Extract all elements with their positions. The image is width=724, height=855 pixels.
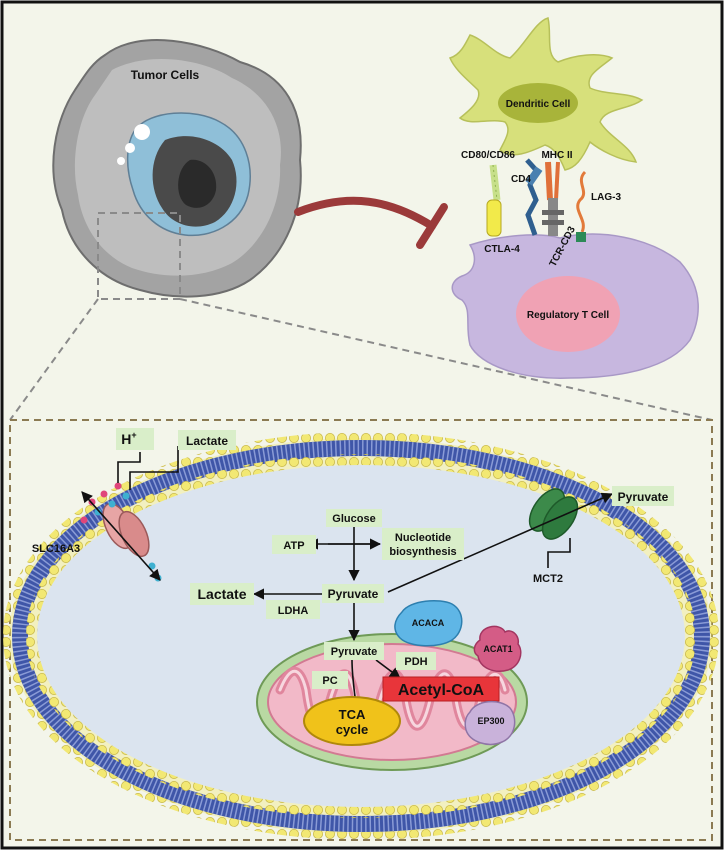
- lactate-out-box: [178, 430, 236, 450]
- nucleotide-box: [382, 528, 464, 560]
- tumor-label: Tumor Cells: [131, 68, 200, 82]
- mito-pyruvate-label: Pyruvate: [331, 646, 377, 658]
- mhc-label: MHC II: [541, 150, 572, 161]
- atp-box: [272, 535, 316, 554]
- pdh-label: PDH: [404, 656, 427, 668]
- acetyl-coa-box: [382, 676, 500, 702]
- pdh-box: [396, 652, 436, 670]
- nucleotide-label-2: biosynthesis: [389, 546, 456, 558]
- inhibition-arrow: [294, 196, 448, 249]
- treg-label: Regulatory T Cell: [527, 310, 609, 321]
- nucleotide-label-1: Nucleotide: [395, 532, 451, 544]
- zoom-line-right: [179, 298, 713, 421]
- slc16a3-label: SLC16A3: [32, 543, 80, 555]
- lactate-box: [190, 583, 254, 605]
- tca-cycle: [303, 696, 401, 746]
- glucose-label: Glucose: [332, 513, 375, 525]
- pathway-arrows: [81, 446, 614, 710]
- pc-box: [312, 671, 348, 689]
- acat1-enzyme: [473, 625, 522, 672]
- receptor-cd80: [486, 164, 502, 237]
- pyruvate-label: Pyruvate: [328, 587, 379, 601]
- tca-label-1: TCA: [339, 707, 366, 722]
- ep300-enzyme: [464, 700, 516, 746]
- ldha-box: [266, 600, 320, 619]
- lag3-label: LAG-3: [591, 192, 621, 203]
- lactate-out-label: Lactate: [186, 434, 228, 448]
- acat1-label: ACAT1: [483, 644, 512, 654]
- ctla4-label: CTLA-4: [484, 244, 520, 255]
- cd4-label: CD4: [511, 174, 531, 185]
- ep300-label: EP300: [477, 716, 504, 726]
- tumor-cell: [52, 39, 302, 298]
- pc-label: PC: [322, 675, 337, 687]
- pyruvate-box: [322, 584, 384, 603]
- receptor-mhc-tcr: [542, 161, 564, 236]
- zoom-line-left: [9, 298, 99, 421]
- pyruvate-out-label: Pyruvate: [618, 490, 669, 504]
- regulatory-t-cell: [451, 233, 699, 379]
- mct2-label: MCT2: [533, 573, 563, 585]
- acetyl-coa-label: Acetyl-CoA: [398, 682, 485, 699]
- cd80-label: CD80/CD86: [461, 150, 515, 161]
- h-ion-label: H+: [121, 430, 136, 447]
- h-ion-box: [116, 428, 154, 450]
- receptor-lag3: [576, 170, 587, 242]
- receptor-cd4: [525, 158, 543, 236]
- pyruvate-out-box: [612, 486, 674, 506]
- dendritic-cell: [448, 17, 644, 171]
- label-boxes: [116, 428, 674, 689]
- atp-label: ATP: [283, 540, 304, 552]
- ldha-label: LDHA: [278, 605, 309, 617]
- tca-label-2: cycle: [336, 722, 369, 737]
- glucose-box: [326, 509, 382, 527]
- zoom-box: [97, 212, 181, 300]
- dendritic-label: Dendritic Cell: [506, 99, 571, 110]
- acaca-label: ACACA: [412, 618, 445, 628]
- mito-pyruvate-box: [324, 642, 384, 660]
- lactate-label: Lactate: [197, 586, 246, 602]
- acaca-enzyme: [394, 599, 463, 647]
